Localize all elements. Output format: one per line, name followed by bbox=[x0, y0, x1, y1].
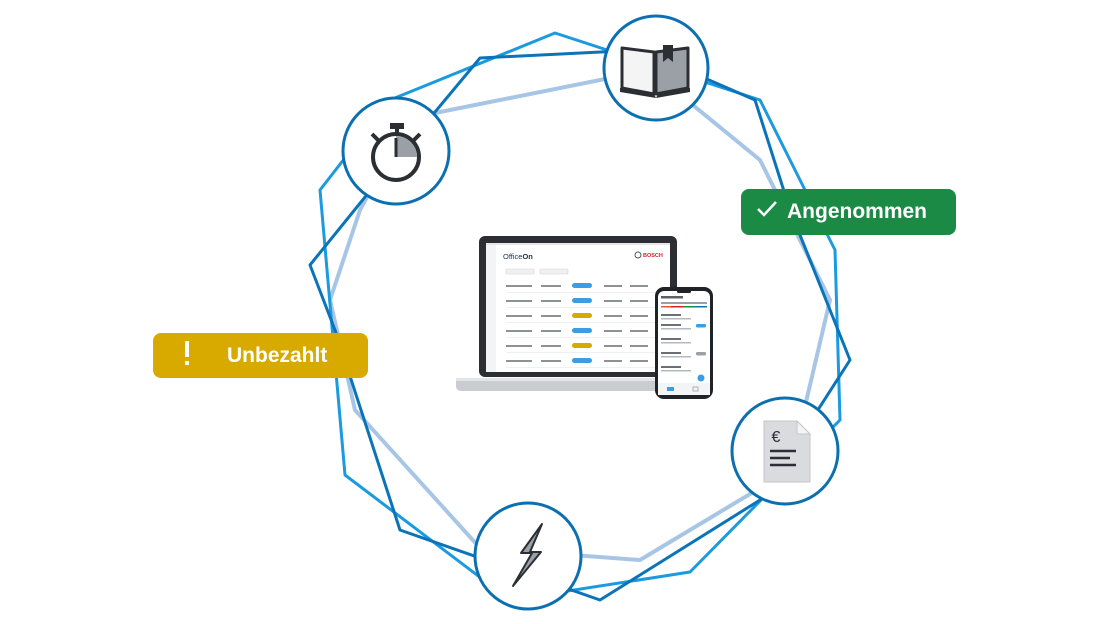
invoice-node: € bbox=[730, 396, 840, 506]
phone-list-row bbox=[661, 352, 706, 358]
stopwatch-icon bbox=[370, 123, 422, 182]
euro-invoice-icon: € bbox=[763, 419, 812, 483]
unpaid-status-label: Unbezahlt bbox=[227, 343, 328, 367]
phone-list-row bbox=[661, 366, 691, 372]
laptop: OfficeOn BOSCH bbox=[456, 236, 700, 391]
book-icon bbox=[620, 45, 690, 98]
laptop-table bbox=[506, 283, 656, 368]
laptop-table-row bbox=[506, 343, 656, 353]
ring-polygon-light bbox=[328, 68, 832, 562]
unpaid-status-badge: Unbezahlt bbox=[153, 333, 368, 378]
checkmark-icon bbox=[755, 200, 779, 224]
phone-list-row bbox=[661, 314, 691, 320]
exclamation-icon bbox=[175, 340, 199, 372]
phone-list-row bbox=[661, 324, 706, 330]
lightning-node bbox=[473, 501, 583, 611]
laptop-table-row bbox=[506, 358, 656, 368]
accepted-status-badge: Angenommen bbox=[741, 189, 956, 235]
laptop-base bbox=[456, 379, 700, 391]
laptop-table-row bbox=[506, 313, 656, 323]
laptop-table-row bbox=[506, 298, 656, 308]
svg-text:€: € bbox=[772, 429, 781, 446]
smartphone bbox=[655, 287, 713, 399]
book-node bbox=[602, 14, 710, 122]
laptop-brand: BOSCH bbox=[643, 253, 663, 259]
laptop-app-logo: OfficeOn bbox=[503, 252, 533, 261]
lightning-icon bbox=[512, 523, 543, 587]
ring-polygon-dark bbox=[308, 48, 852, 602]
laptop-table-row bbox=[506, 283, 656, 293]
accepted-status-label: Angenommen bbox=[787, 200, 928, 223]
phone-list bbox=[661, 314, 706, 372]
laptop-table-row bbox=[506, 328, 656, 338]
phone-list-row bbox=[661, 338, 691, 344]
stopwatch-node bbox=[341, 96, 451, 206]
bosch-logo-icon bbox=[634, 251, 642, 259]
